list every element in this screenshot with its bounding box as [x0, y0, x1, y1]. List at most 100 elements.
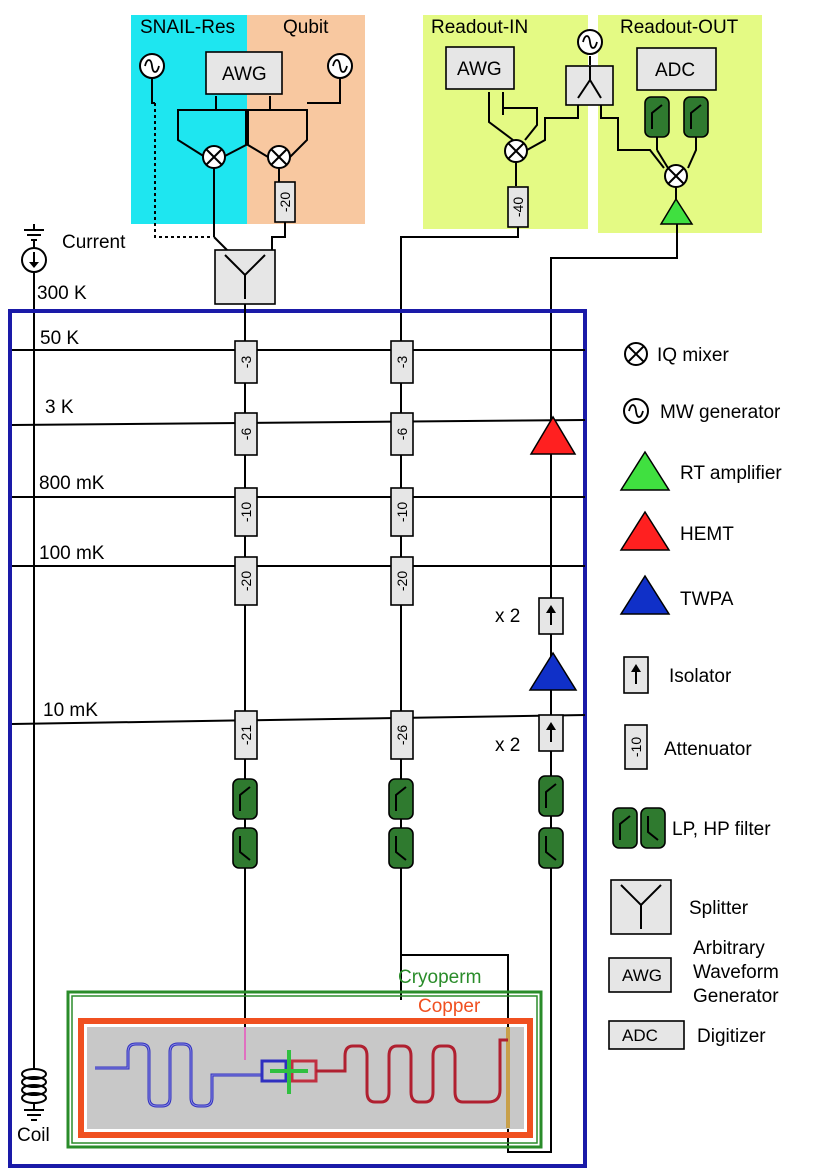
- legend-filter: LP, HP filter: [672, 819, 771, 840]
- legend-awg-line-3: Generator: [693, 986, 779, 1007]
- stage-800mk: 800 mK: [39, 473, 105, 494]
- awg-box-qubit: AWG: [205, 51, 283, 95]
- snail-mw-generator-icon: [139, 53, 165, 79]
- readout-out-mixer-icon: [664, 164, 688, 188]
- svg-text:-3: -3: [238, 356, 254, 369]
- current-source: [21, 224, 47, 1060]
- qubit-label: Qubit: [283, 17, 329, 38]
- sample-chip: [87, 1027, 524, 1129]
- svg-text:-6: -6: [394, 428, 410, 441]
- legend-hemt-icon: [619, 510, 671, 551]
- stage-100mk: 100 mK: [39, 543, 105, 564]
- readout-out-lp-filter-icon: [644, 96, 670, 138]
- cryoperm-label: Cryoperm: [398, 967, 481, 988]
- readout-rt-attenuator: -40: [507, 186, 529, 228]
- readout-out-label: Readout-OUT: [620, 17, 739, 38]
- legend-awg-line-2: Waveform: [693, 962, 779, 983]
- rt-amplifier-icon: [659, 197, 694, 225]
- coil-label: Coil: [17, 1125, 50, 1146]
- legend-iq-mixer: IQ mixer: [657, 345, 729, 366]
- readout-in-mixer-icon: [504, 139, 528, 163]
- awg-label: AWG: [222, 64, 267, 85]
- stage-300k: 300 K: [37, 283, 87, 304]
- legend-hemt: HEMT: [680, 524, 734, 545]
- line1-attenuators: -3 -6 -10 -20 -21: [234, 340, 258, 760]
- line3-isolator-lower-icon: [538, 714, 564, 752]
- legend-iq-mixer-icon: [624, 342, 648, 366]
- readout-mw-generator-icon: [577, 29, 603, 55]
- svg-text:-10: -10: [628, 737, 644, 757]
- legend-awg-box: AWG: [608, 957, 672, 993]
- legend-digitizer: Digitizer: [697, 1026, 766, 1047]
- legend-rt-amplifier-icon: [619, 450, 671, 491]
- svg-text:-21: -21: [238, 725, 254, 745]
- legend-rt-amplifier: RT amplifier: [680, 463, 782, 484]
- sample-circuit: [95, 1027, 508, 1108]
- isolator-count-upper: x 2: [495, 606, 520, 627]
- svg-text:-3: -3: [394, 356, 410, 369]
- svg-text:-40: -40: [510, 197, 526, 217]
- input-splitter-icon: [214, 249, 276, 305]
- legend-isolator: Isolator: [669, 666, 732, 687]
- snail-res-label: SNAIL-Res: [140, 17, 235, 38]
- line2-attenuators: -3 -6 -10 -20 -26: [390, 340, 414, 760]
- fridge-outline: [8, 309, 587, 1168]
- legend-lp-filter-icon: [612, 807, 638, 849]
- legend-attenuator-icon: -10: [624, 724, 648, 770]
- legend-splitter: Splitter: [689, 898, 749, 919]
- line2-to-sample-wire: [400, 954, 509, 1070]
- legend-isolator-icon: [623, 656, 649, 694]
- line1-lp-filter-icon: [232, 778, 258, 820]
- readout-lo-splitter: [565, 65, 614, 106]
- svg-text:AWG: AWG: [457, 59, 502, 80]
- qubit-mw-generator-icon: [327, 53, 353, 79]
- legend-awg-line-1: Arbitrary: [693, 938, 765, 959]
- cryoperm-shield: [66, 990, 543, 1149]
- copper-shield: [78, 1018, 533, 1138]
- legend-adc-box: ADC: [608, 1020, 685, 1050]
- svg-text:-10: -10: [394, 502, 410, 522]
- readout-out-lp-filter-2-icon: [683, 96, 709, 138]
- svg-text:-10: -10: [238, 502, 254, 522]
- line2-lp-filter-icon: [388, 778, 414, 820]
- adc-box-readout: ADC: [636, 47, 717, 91]
- hemt-amplifier-icon: [529, 415, 577, 455]
- svg-text:-26: -26: [394, 725, 410, 745]
- svg-text:ADC: ADC: [655, 60, 695, 81]
- stage-3k: 3 K: [45, 397, 74, 418]
- legend-mw-generator: MW generator: [660, 402, 781, 423]
- snail-res-panel: [131, 15, 247, 224]
- stage-lines: [11, 349, 586, 725]
- coil-icon: [21, 1060, 47, 1121]
- awg-box-readout: AWG: [445, 46, 515, 90]
- svg-text:-20: -20: [277, 192, 293, 212]
- legend-attenuator: Attenuator: [664, 739, 752, 760]
- line3-hp-filter-icon: [538, 827, 564, 869]
- svg-text:-20: -20: [394, 571, 410, 591]
- legend-hp-filter-icon: [640, 807, 666, 849]
- legend-mw-generator-icon: [623, 398, 649, 424]
- snail-mixer-icon: [202, 145, 226, 169]
- copper-label: Copper: [418, 996, 481, 1017]
- qubit-mixer-icon: [267, 145, 291, 169]
- snail-qubit-wiring: [151, 78, 341, 252]
- current-label: Current: [62, 232, 126, 253]
- svg-text:-20: -20: [238, 571, 254, 591]
- legend-splitter-icon: [610, 879, 672, 935]
- legend-twpa-icon: [619, 574, 671, 615]
- line3-lp-filter-icon: [538, 775, 564, 817]
- legend-twpa: TWPA: [680, 589, 734, 610]
- line3-isolator-upper-icon: [538, 597, 564, 635]
- readout-in-label: Readout-IN: [431, 17, 528, 38]
- line1-hp-filter-icon: [232, 827, 258, 869]
- stage-50k: 50 K: [40, 328, 79, 349]
- svg-text:ADC: ADC: [622, 1026, 658, 1045]
- line2-hp-filter-icon: [388, 827, 414, 869]
- svg-text:AWG: AWG: [622, 966, 662, 985]
- svg-text:-6: -6: [238, 428, 254, 441]
- stage-10mk: 10 mK: [43, 700, 98, 721]
- isolator-count-lower: x 2: [495, 735, 520, 756]
- qubit-rt-attenuator: -20: [274, 181, 296, 223]
- twpa-amplifier-icon: [528, 651, 578, 691]
